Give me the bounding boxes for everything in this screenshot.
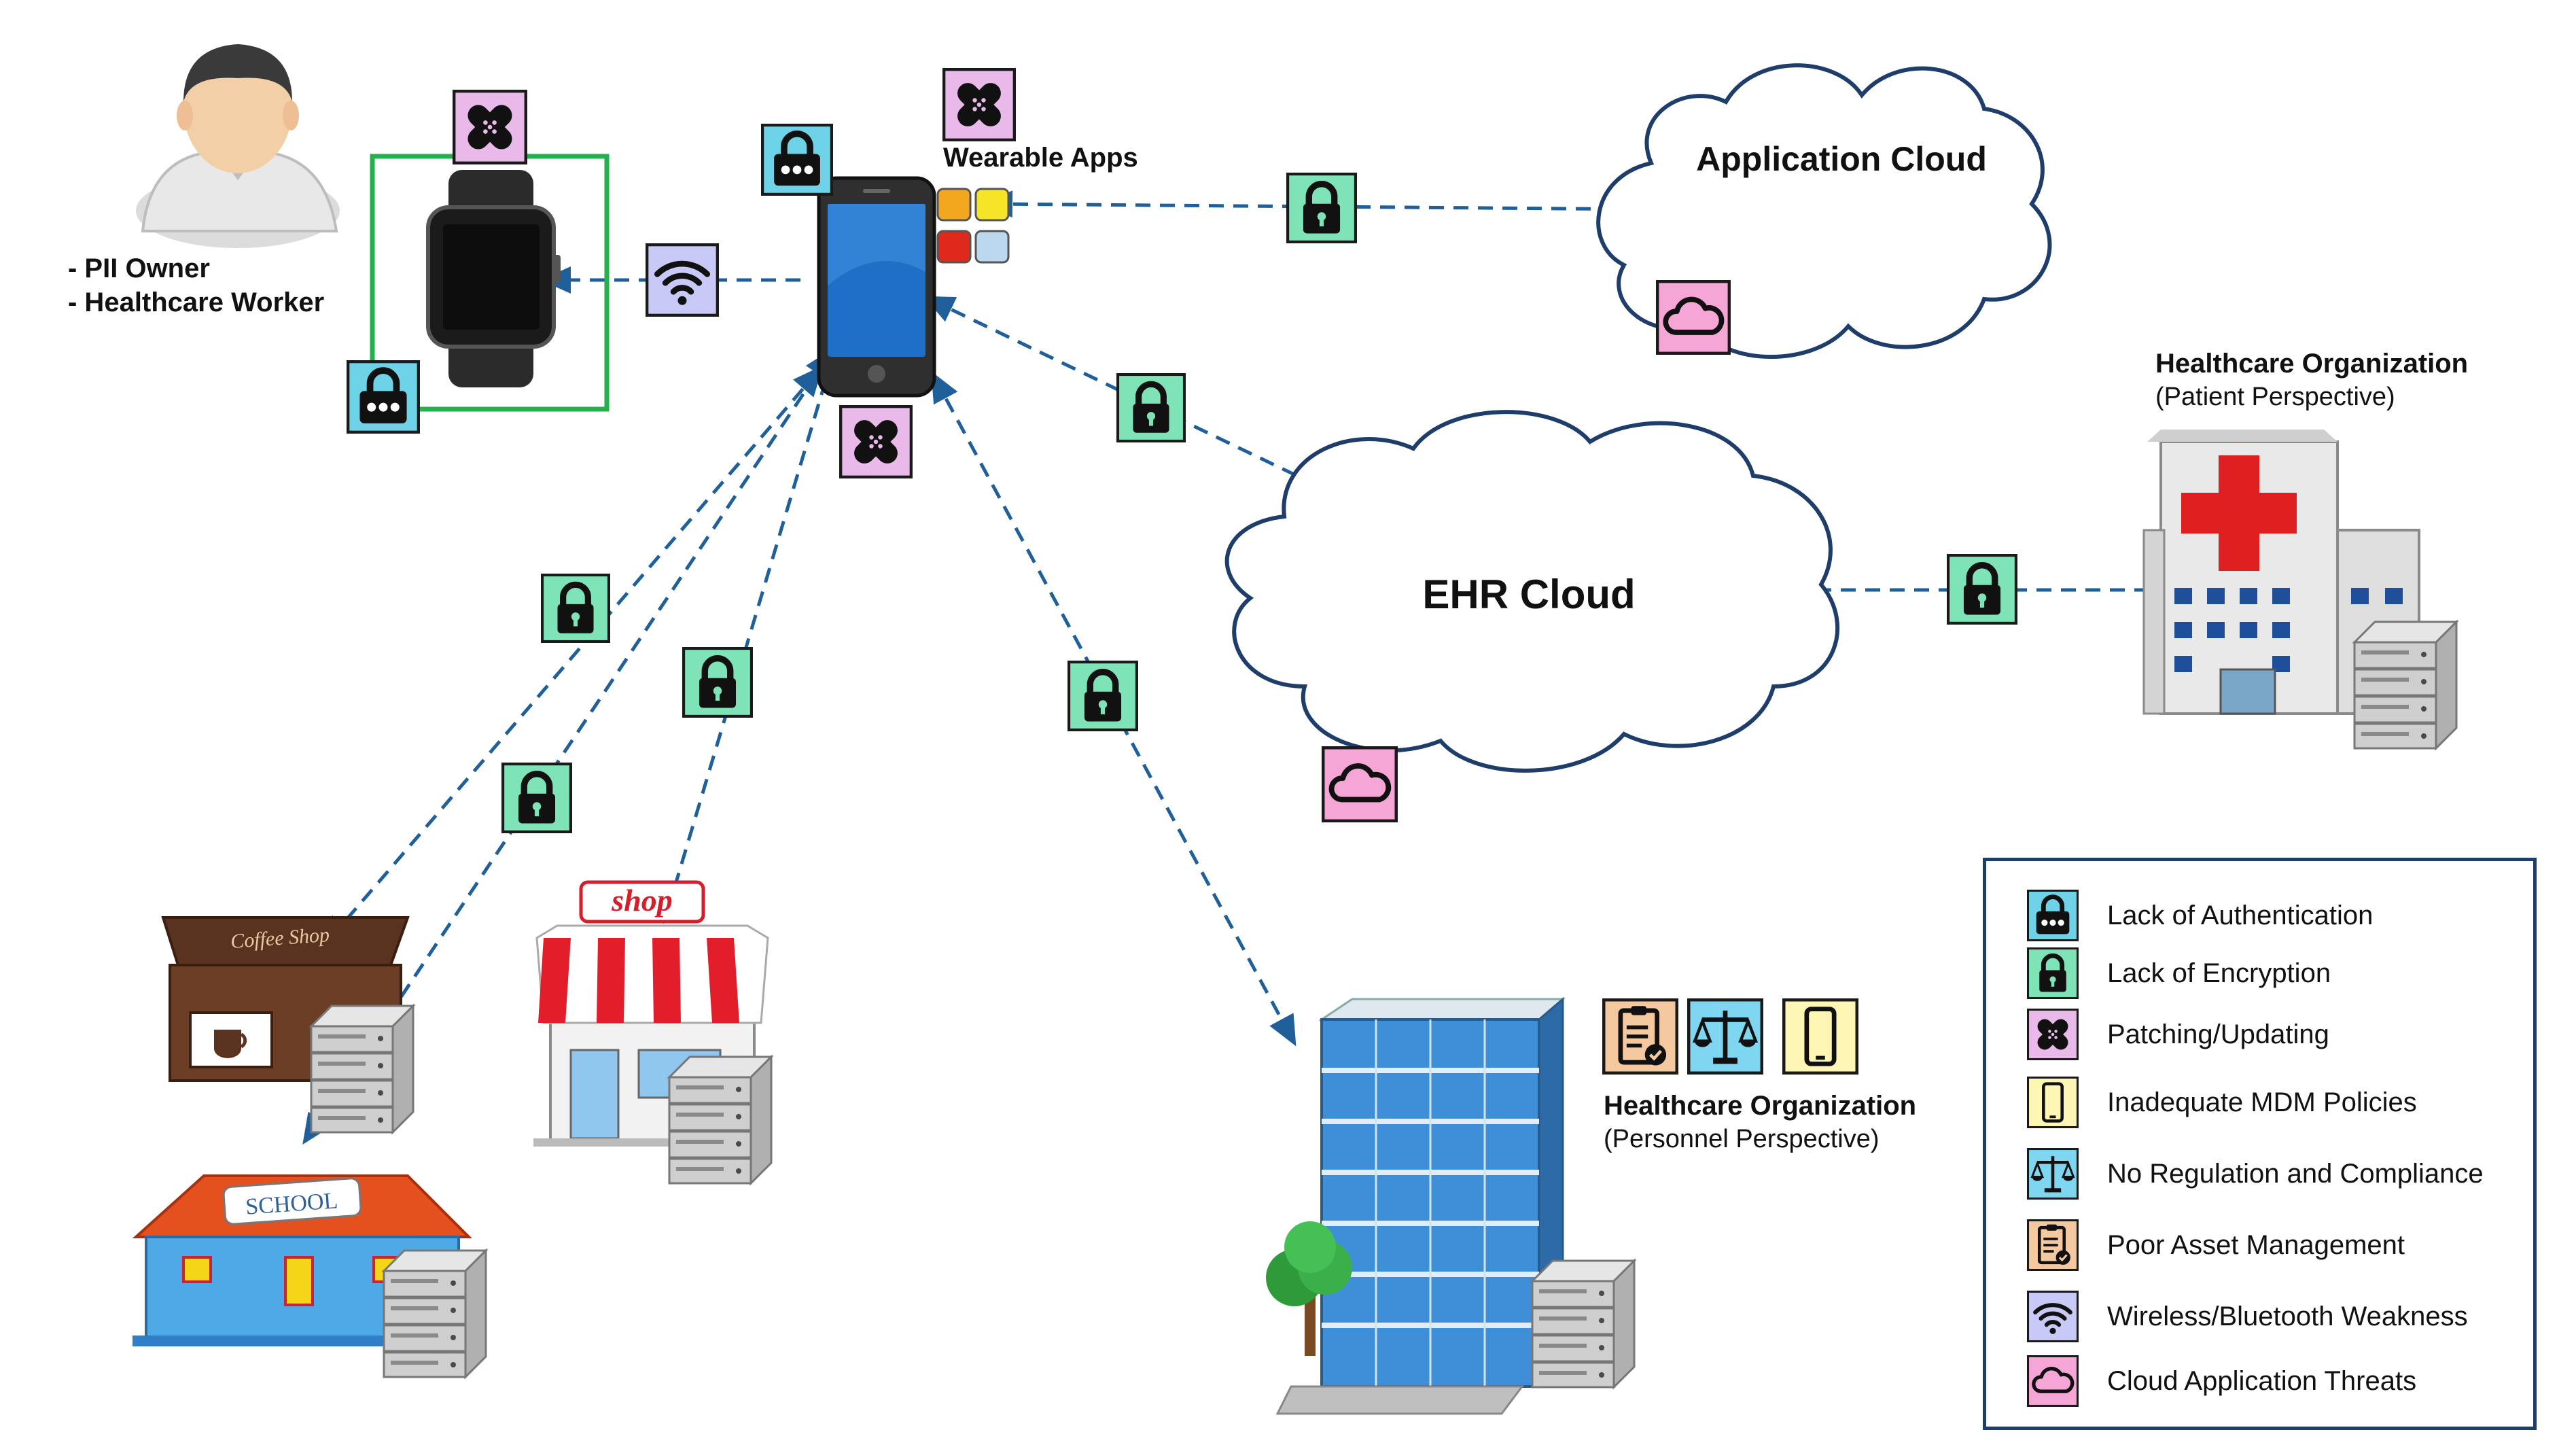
encryption-icon-personnel-link [1069,662,1137,730]
legend-label: Poor Asset Management [2107,1229,2405,1260]
server-personnel [1531,1259,1636,1389]
person-avatar [136,44,340,248]
encryption-icon-school-link [503,764,571,832]
server-hospital [2353,621,2458,750]
legend-item-patching: Patching/Updating [2027,1004,2329,1065]
cloud-icon [2027,1355,2079,1407]
ehr-cloud-shape [1224,410,1839,773]
encryption-icon-ehr-link [1118,374,1184,441]
wifi-icon [2027,1291,2079,1342]
encryption-icon-shop-link [684,648,752,716]
bandage-icon [2027,1009,2079,1060]
legend-label: Patching/Updating [2107,1019,2329,1049]
office-tower [1266,996,1566,1415]
legend-item-cloud: Cloud Application Threats [2027,1350,2416,1412]
legend-item-encryption: Lack of Encryption [2027,943,2331,1004]
legend-item-asset-management: Poor Asset Management [2027,1215,2405,1276]
server-school [383,1249,487,1378]
legend-label: Lack of Encryption [2107,958,2331,988]
legend: Lack of Authentication Lack of Encryptio… [1983,858,2537,1430]
wearable-app-tiles [936,188,1010,264]
server-shop [668,1055,773,1185]
encryption-icon-app-cloud-link [1288,174,1356,242]
legend-item-mdm: Inadequate MDM Policies [2027,1072,2417,1133]
hospital-personnel-caption: Healthcare Organization (Personnel Persp… [1604,1089,1916,1155]
scales-icon [2027,1148,2079,1200]
asset-management-icon [1604,1000,1677,1073]
smartwatch [426,170,561,387]
hospital-patient-title: Healthcare Organization [2155,349,2469,379]
wifi-icon-watch-link [647,245,718,315]
legend-label: No Regulation and Compliance [2107,1158,2484,1189]
authentication-icon-phone [762,125,832,194]
retail-shop [533,880,769,1147]
person-role-pii-owner: - PII Owner [68,254,210,283]
legend-item-authentication: Lack of Authentication [2027,885,2373,946]
hospital-personnel-subtitle: (Personnel Perspective) [1604,1125,1880,1153]
mdm-icon [1784,1000,1857,1073]
person-roles: - PII Owner - Healthcare Worker [68,251,324,319]
hospital-patient-caption: Healthcare Organization (Patient Perspec… [2155,347,2468,413]
server-coffee-shop [310,1005,414,1134]
legend-item-wireless: Wireless/Bluetooth Weakness [2027,1286,2468,1347]
encryption-icon-hospital-link [1948,555,2016,623]
legend-label: Cloud Application Threats [2107,1365,2417,1396]
clipboard-icon [2027,1215,2079,1275]
ehr-cloud-title: EHR Cloud [1422,572,1636,617]
legend-label: Wireless/Bluetooth Weakness [2107,1301,2468,1331]
shop-sign: shop [611,883,672,918]
padlock-dots-icon [2027,890,2079,941]
application-cloud-title: Application Cloud [1696,140,1987,178]
encryption-icon-coffee-link [542,575,609,642]
smartphone [817,176,936,398]
patching-icon-phone [841,406,911,477]
phone-icon [2027,1072,2079,1133]
legend-label: Lack of Authentication [2107,900,2374,930]
person-role-healthcare-worker: - Healthcare Worker [68,287,325,317]
hospital-patient-subtitle: (Patient Perspective) [2155,383,2395,411]
authentication-icon-watch [348,362,419,432]
legend-label: Inadequate MDM Policies [2107,1087,2417,1117]
legend-item-regulation: No Regulation and Compliance [2027,1143,2484,1204]
hospital-personnel-title: Healthcare Organization [1604,1091,1917,1121]
regulation-icon [1689,1000,1762,1073]
hospital-building [2142,430,2420,715]
patching-icon-apps [944,69,1014,140]
tree [1266,1221,1352,1356]
cloud-threat-icon-ehr-cloud [1323,748,1396,821]
wearable-apps-label: Wearable Apps [943,143,1138,173]
padlock-icon [2027,947,2079,999]
patching-icon-watch [454,91,526,163]
cloud-threat-icon-app-cloud [1657,281,1729,353]
